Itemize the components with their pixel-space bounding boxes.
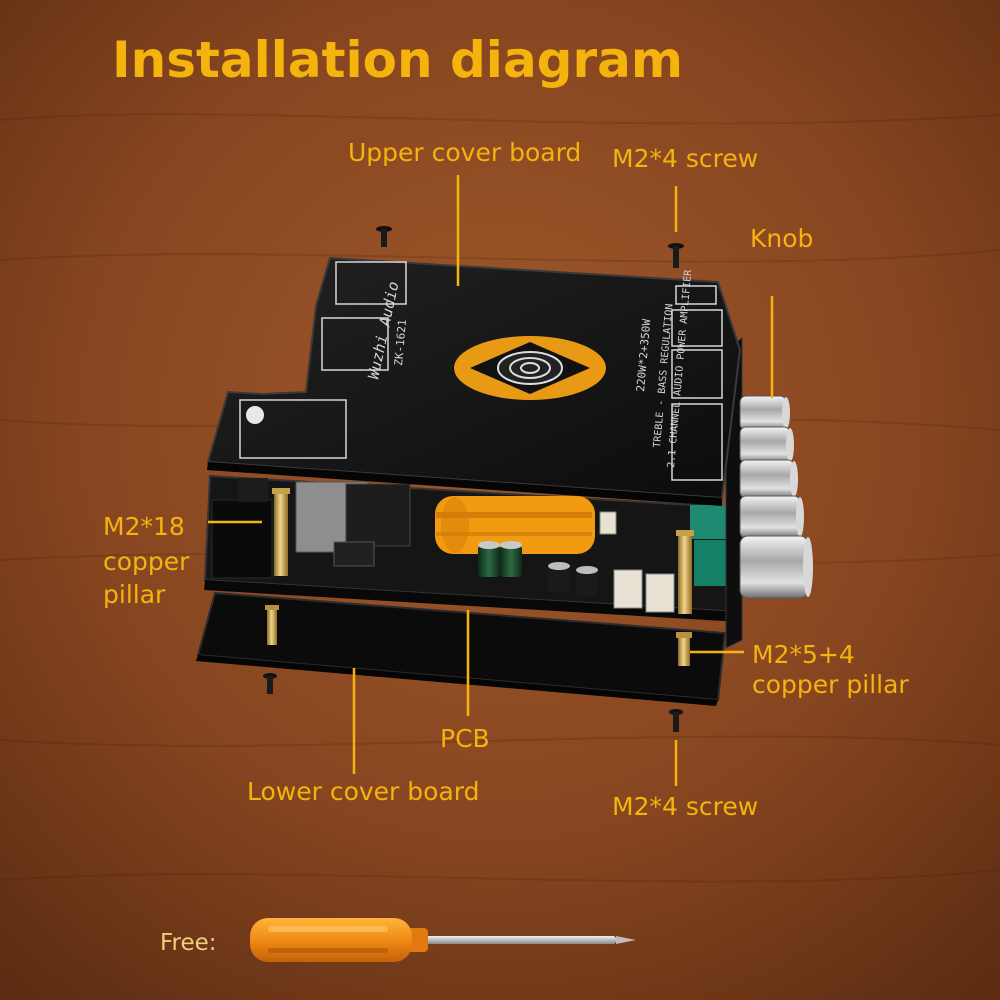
ic-chip: [333, 541, 375, 567]
label-pcb: PCB: [440, 724, 490, 753]
label-upper-cover-board: Upper cover board: [348, 138, 582, 167]
small-capacitors: [478, 541, 598, 596]
upper-cover-board: Wuzhi Audio ZK-1621 220W*2+350W TREBLE -…: [206, 256, 742, 506]
leader-lines: [208, 175, 774, 786]
bottom-left-screw: [263, 673, 277, 694]
m2-5-4-copper-pillar: [676, 632, 692, 666]
knob-1[interactable]: [739, 395, 790, 431]
right-tall-copper-pillar: [676, 530, 694, 614]
fan-grill: [454, 336, 606, 400]
knob-4[interactable]: [739, 495, 804, 539]
power-jack: [211, 499, 273, 579]
pcb-board: [203, 474, 744, 622]
label-m2-5-4-line1: M2*5+4: [752, 640, 855, 669]
spec-print: 220W*2+350W: [634, 318, 653, 392]
page-title: Installation diagram: [112, 31, 683, 89]
label-top-screw: M2*4 screw: [612, 144, 759, 173]
knob-2[interactable]: [739, 426, 794, 464]
top-right-screw: [668, 243, 684, 268]
screwdriver-icon: [250, 918, 636, 962]
white-connectors: [599, 511, 675, 613]
label-lower-cover-board: Lower cover board: [247, 777, 480, 806]
orange-capacitor-bank: [435, 496, 595, 554]
label-m2-18-line1: M2*18: [103, 512, 185, 541]
mount-hole: [246, 406, 264, 424]
lower-left-copper-pillar: [265, 605, 279, 645]
bottom-right-screw: [669, 709, 683, 732]
knob-3[interactable]: [739, 459, 798, 499]
label-knob: Knob: [750, 224, 814, 253]
model-print: ZK-1621: [392, 319, 409, 366]
top-left-screw: [376, 226, 392, 247]
free-label: Free:: [160, 930, 217, 956]
label-m2-18-line3: pillar: [103, 580, 166, 609]
label-m2-5-4-line2: copper pillar: [752, 670, 909, 699]
knob-5[interactable]: [739, 535, 813, 599]
label-bottom-screw: M2*4 screw: [612, 792, 759, 821]
lower-cover-board: [196, 591, 727, 706]
m2-18-copper-pillar: [272, 488, 290, 576]
label-m2-18-line2: copper: [103, 547, 190, 576]
silkscreen-icons: [239, 261, 723, 481]
